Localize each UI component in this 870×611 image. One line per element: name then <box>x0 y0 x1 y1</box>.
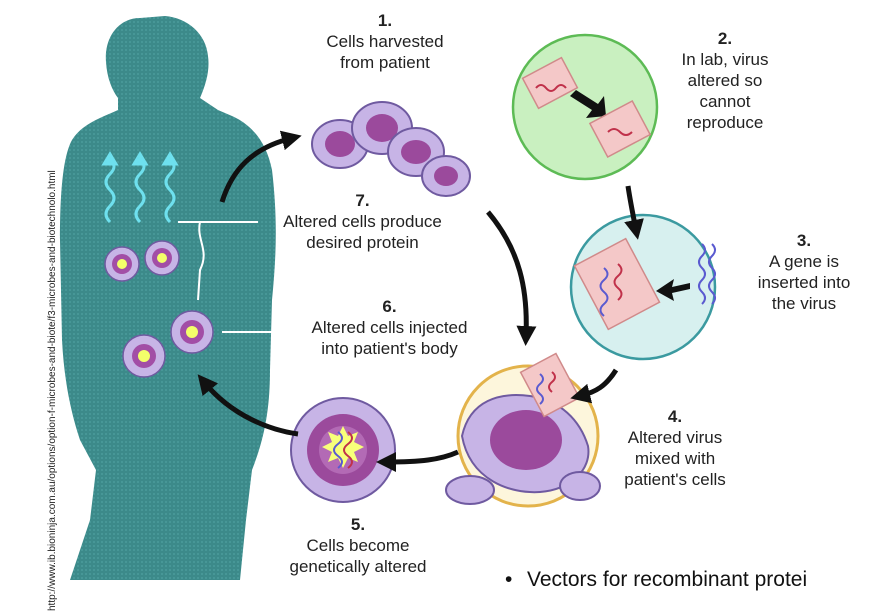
step-2-line-3: cannot <box>699 92 751 111</box>
step-3-line-3: the virus <box>771 294 837 313</box>
bullet-text: Vectors for recombinant protei <box>527 568 808 591</box>
step-6-line-2: into patient's body <box>321 339 458 358</box>
step-2-line-1: In lab, virus <box>681 50 769 69</box>
step-5-label: 5. Cells become genetically altered <box>268 514 448 577</box>
source-url: http://www.ib.bioninja.com.au/options/op… <box>47 170 58 611</box>
step-3-line-2: inserted into <box>757 273 851 292</box>
step-5-line-1: Cells become <box>306 536 410 555</box>
step-2-line-4: reproduce <box>686 113 764 132</box>
step-3-label: 3. A gene is inserted into the virus <box>738 230 870 314</box>
process-arrows <box>197 130 644 472</box>
step-7-number: 7. <box>355 191 370 210</box>
step-1-line-1: Cells harvested <box>326 32 444 51</box>
bullet-point: • Vectors for recombinant protei <box>505 568 807 592</box>
step-3-number: 3. <box>796 231 812 250</box>
protein-arrows <box>101 151 179 224</box>
step-2-line-2: altered so <box>687 71 763 90</box>
altered-cell <box>290 397 396 503</box>
step-4-line-2: mixed with <box>634 449 716 468</box>
step-7-line-1: Altered cells produce <box>283 212 442 231</box>
step-7-label: 7. Altered cells produce desired protein <box>255 190 470 253</box>
pointer-lines <box>178 221 282 333</box>
step-4-line-1: Altered virus <box>627 428 723 447</box>
step-5-line-2: genetically altered <box>289 557 427 576</box>
step-7-line-2: desired protein <box>306 233 419 252</box>
virus-alteration-circle <box>511 33 659 181</box>
step-4-line-3: patient's cells <box>624 470 726 489</box>
body-cells-protein <box>104 240 180 282</box>
step-6-number: 6. <box>382 297 397 316</box>
step-4-label: 4. Altered virus mixed with patient's ce… <box>600 406 750 490</box>
virus-mixed-circle <box>445 352 601 508</box>
step-6-line-1: Altered cells injected <box>311 318 468 337</box>
step-2-number: 2. <box>717 29 733 48</box>
step-2-label: 2. In lab, virus altered so cannot repro… <box>660 28 790 133</box>
patient-silhouette <box>60 16 276 580</box>
bullet-dot-icon: • <box>505 568 513 591</box>
step-1-label: 1. Cells harvested from patient <box>300 10 470 73</box>
harvested-cells <box>311 101 471 197</box>
body-cells-injected <box>122 310 214 378</box>
step-6-label: 6. Altered cells injected into patient's… <box>282 296 497 359</box>
step-1-line-2: from patient <box>340 53 430 72</box>
step-3-line-1: A gene is <box>769 252 839 271</box>
step-4-number: 4. <box>667 407 683 426</box>
gene-insertion-circle <box>569 213 717 361</box>
step-5-number: 5. <box>350 515 366 534</box>
step-1-number: 1. <box>377 11 393 30</box>
